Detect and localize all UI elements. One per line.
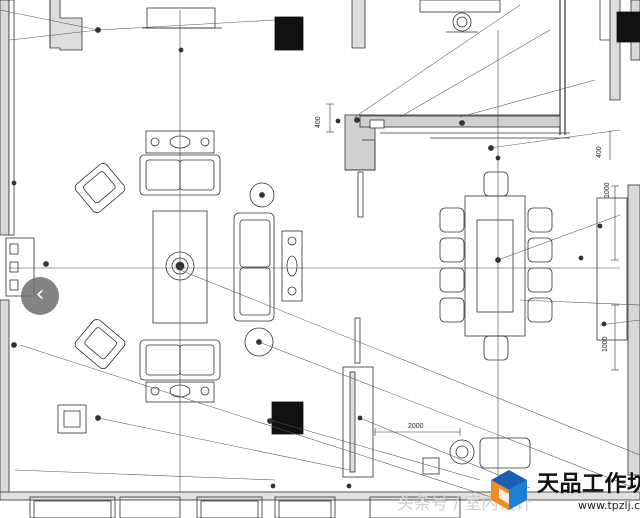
armchair-bottom xyxy=(74,318,126,370)
brand-name: 天品工作坊 xyxy=(537,472,640,497)
dimension-label: 1000 xyxy=(602,336,609,352)
sofa-side xyxy=(233,212,275,322)
exterior-walls xyxy=(0,0,640,501)
leader-lines xyxy=(0,4,640,501)
dining-chairs xyxy=(439,171,553,361)
marker-dots xyxy=(11,27,607,489)
appliance-bottom-right xyxy=(422,437,531,475)
bottom-windows xyxy=(29,496,461,518)
wall-unit-left xyxy=(5,237,35,297)
interior-partition xyxy=(344,114,570,218)
side-console xyxy=(281,230,303,302)
brand-logo xyxy=(491,470,527,510)
side-tables xyxy=(244,182,275,357)
previous-image-button[interactable]: ‹ xyxy=(21,277,59,315)
dimension-label: 1000 xyxy=(604,182,611,198)
brand-url: www.tpzlj.com xyxy=(578,499,640,512)
solid-columns xyxy=(271,11,640,435)
sideboard-right xyxy=(596,197,628,341)
dimension-lines xyxy=(326,103,619,436)
dimension-label: 2000 xyxy=(408,423,424,430)
square-stool xyxy=(57,404,87,434)
dimension-label: 400 xyxy=(315,116,322,128)
dimension-label: 400 xyxy=(596,146,603,158)
dining-table xyxy=(464,195,526,337)
curtain-box-top xyxy=(142,7,222,29)
chevron-left-icon: ‹ xyxy=(35,282,45,307)
armchair-top xyxy=(74,162,126,214)
top-right-lamp xyxy=(419,0,501,33)
